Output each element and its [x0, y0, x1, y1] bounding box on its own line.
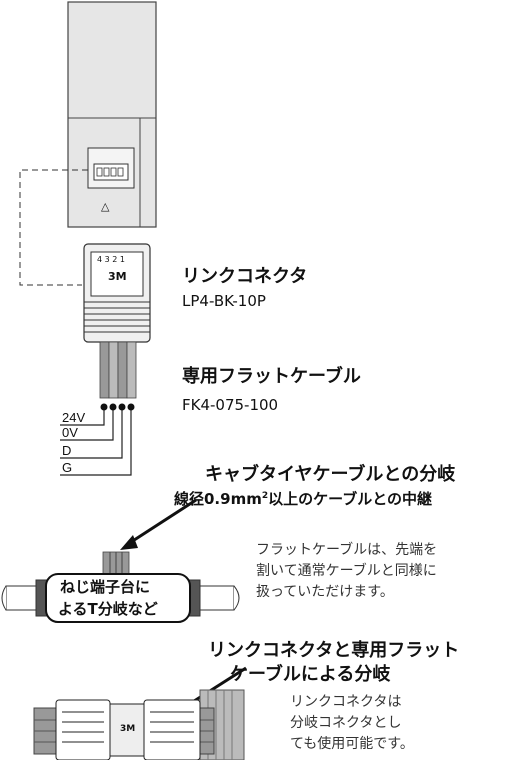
branch-a-note: フラットケーブルは、先端を 割いて通常ケーブルと同様に 扱っていただけます。: [256, 540, 437, 603]
terminal-box-line1: ねじ端子台に: [60, 578, 151, 596]
branch-a-note-line: フラットケーブルは、先端を: [256, 542, 438, 558]
wire-dots: [100, 403, 135, 411]
branch-connector-brand: 3M: [120, 724, 136, 734]
branch-a-subtitle-suffix: 以上のケーブルとの中継: [268, 490, 433, 508]
link-connector-drawing: [83, 243, 151, 343]
connector-model: LP4-BK-10P: [182, 292, 266, 310]
branch-a-subtitle: 線径0.9mm2以上のケーブルとの中継: [174, 488, 432, 509]
branch-a-note-line: 割いて通常ケーブルと同様に: [256, 563, 437, 579]
connector-brand: 3M: [108, 270, 127, 283]
branch-a-title: キャブタイヤケーブルとの分岐: [205, 464, 456, 485]
branch-b-title-line1: リンクコネクタと専用フラット: [208, 640, 460, 661]
branch-b-note-line: 分岐コネクタとし: [290, 715, 402, 731]
branch-connector-drawing: [33, 689, 245, 760]
wire-label-0v: 0V: [62, 425, 78, 440]
branch-a-note-line: 扱っていただけます。: [256, 584, 394, 600]
wire-taps: [60, 407, 132, 476]
pin-numbers: 4 3 2 1: [97, 255, 125, 264]
device-mark: △: [101, 200, 110, 213]
branch-b-note: リンクコネクタは 分岐コネクタとし ても使用可能です。: [290, 692, 414, 755]
cable-model: FK4-075-100: [182, 396, 279, 414]
terminal-box-line2: よるT分岐など: [58, 600, 158, 618]
branch-b-title-line2: ケーブルによる分岐: [230, 664, 391, 685]
wire-label-g: G: [62, 460, 73, 475]
branch-b-note-line: リンクコネクタは: [290, 694, 402, 710]
branch-b-note-line: ても使用可能です。: [290, 736, 414, 752]
arrow-branch-a: [120, 498, 197, 550]
wire-label-24v: 24V: [62, 410, 86, 425]
wire-label-d: D: [62, 443, 72, 458]
branch-a-subtitle-prefix: 線径0.9mm: [174, 490, 262, 508]
device-unit: [67, 1, 157, 228]
terminal-block-drawing: [1, 551, 240, 623]
dashed-link-line: [19, 169, 88, 286]
flat-cable-drawing: [99, 341, 137, 399]
connector-title: リンクコネクタ: [182, 266, 308, 287]
branch-a-subtitle-sup: 2: [261, 491, 269, 501]
cable-title: 専用フラットケーブル: [182, 366, 361, 387]
